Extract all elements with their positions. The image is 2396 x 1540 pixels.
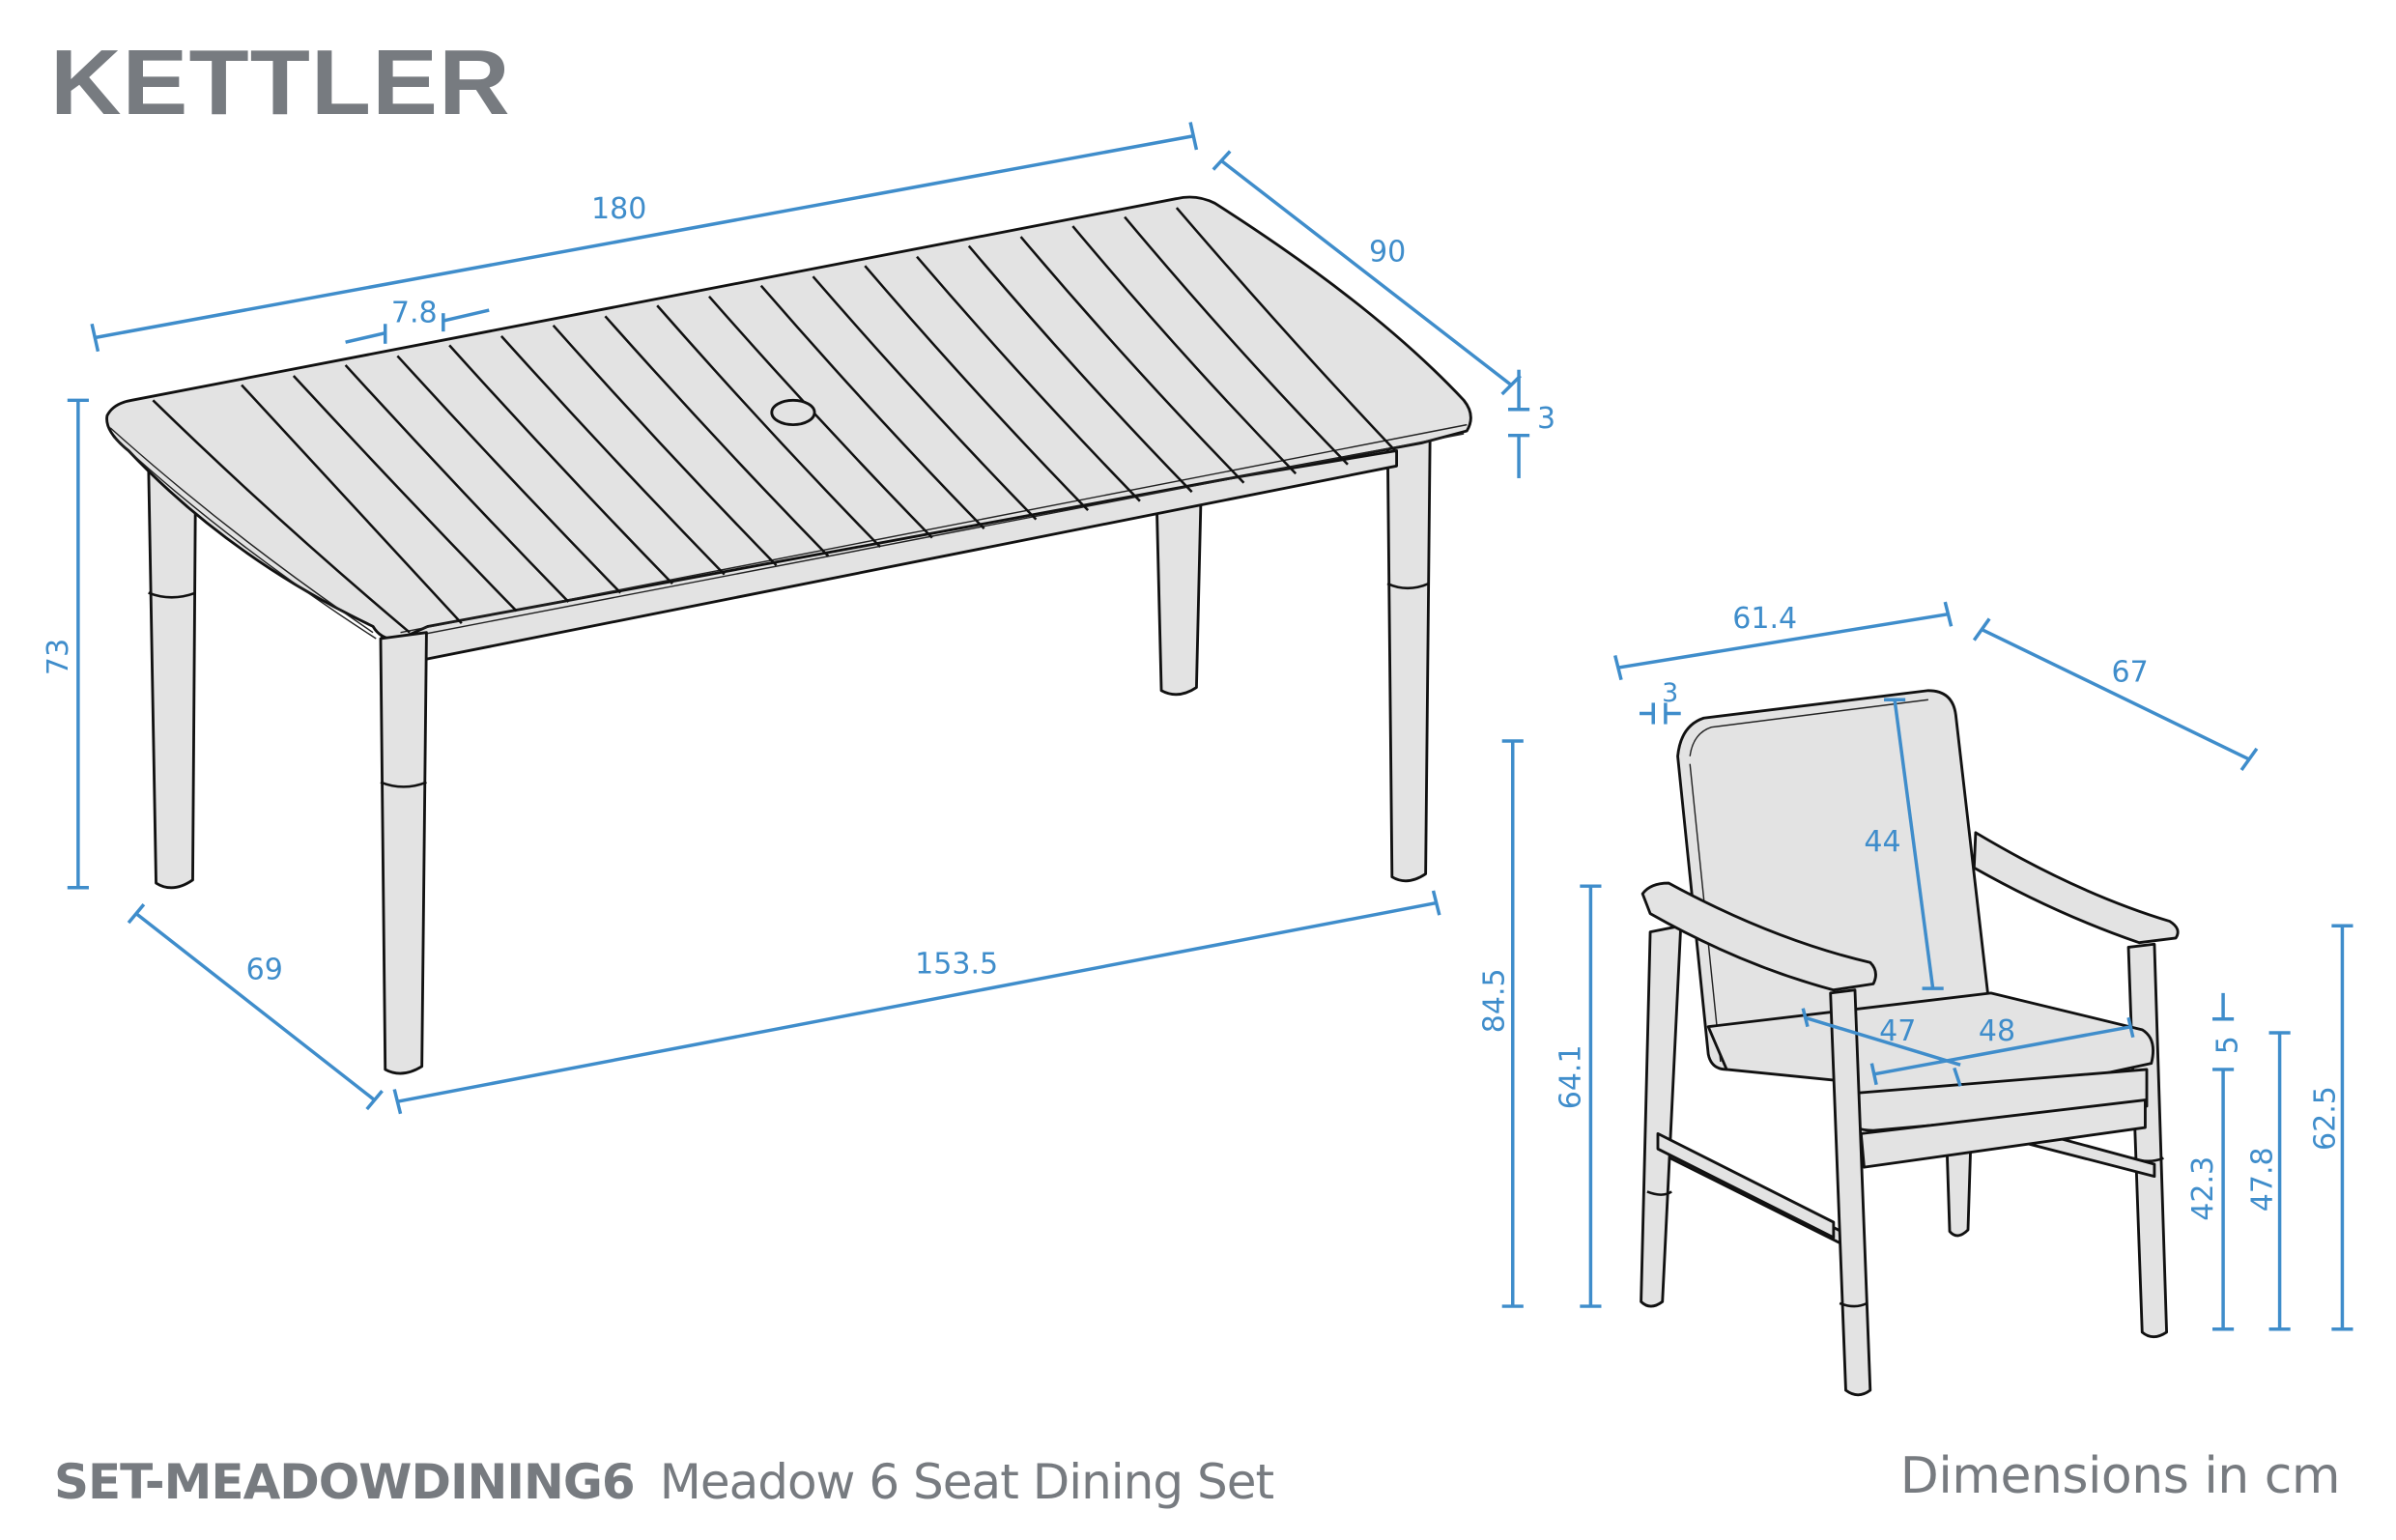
dim-seat-height-cushion: 47.8 — [2246, 1147, 2280, 1212]
dim-chair-overall-height: 84.5 — [1477, 968, 1511, 1033]
dim-table-length: 180 — [591, 192, 646, 226]
dim-arm-height-front: 62.5 — [2309, 1086, 2343, 1151]
table-leg-back-left — [1155, 490, 1203, 697]
dim-table-height: 73 — [42, 639, 75, 675]
dim-table-width: 90 — [1369, 235, 1406, 269]
units-note: Dimensions in cm — [1899, 1447, 2341, 1505]
dim-table-leg-length: 153.5 — [915, 947, 998, 981]
chair-armrest-left — [1640, 881, 1877, 992]
product-name: Meadow 6 Seat Dining Set — [659, 1454, 1274, 1510]
umbrella-hole — [770, 398, 816, 427]
dim-table-leg-depth: 69 — [246, 954, 283, 987]
kettler-logo: KETTLER — [50, 31, 511, 134]
dim-seat-width: 48 — [1979, 1014, 2015, 1048]
chair-dimensions: 61.4 67 3 44 47 48 84.5 64. — [1477, 601, 2353, 1331]
chair-leg-back-left — [1640, 924, 1683, 1308]
table-dimensions: 180 7.8 90 3 73 69 153.5 — [42, 122, 1555, 1115]
table-leg-front-left — [147, 450, 198, 890]
dim-seat-depth: 47 — [1879, 1014, 1916, 1048]
dim-chair-frame-thickness: 3 — [1662, 678, 1678, 708]
dim-slat-width: 7.8 — [391, 297, 438, 330]
chair-drawing — [1640, 689, 2180, 1397]
dim-chair-back-height: 44 — [1864, 825, 1900, 859]
product-code: SET-MEADOWDINING6 — [54, 1454, 636, 1510]
table-leg-front-right — [379, 631, 428, 1075]
table-drawing — [105, 195, 1472, 1075]
dim-seat-height: 42.3 — [2186, 1156, 2220, 1221]
chair-armrest-right — [1972, 831, 2180, 945]
chair-leg-front-left — [1829, 988, 1872, 1397]
chair-backrest — [1676, 689, 1993, 1071]
table-slats — [152, 207, 1398, 634]
dim-chair-arm-height: 64.1 — [1554, 1044, 1587, 1109]
dim-chair-width: 61.4 — [1732, 602, 1797, 636]
dim-chair-depth: 67 — [2112, 655, 2149, 689]
dim-table-top-thickness: 3 — [1537, 402, 1555, 436]
table-leg-back-right — [1385, 416, 1432, 883]
product-caption: SET-MEADOWDINING6 Meadow 6 Seat Dining Se… — [54, 1454, 1274, 1510]
dim-seat-cushion-thickness: 5 — [2211, 1036, 2244, 1054]
